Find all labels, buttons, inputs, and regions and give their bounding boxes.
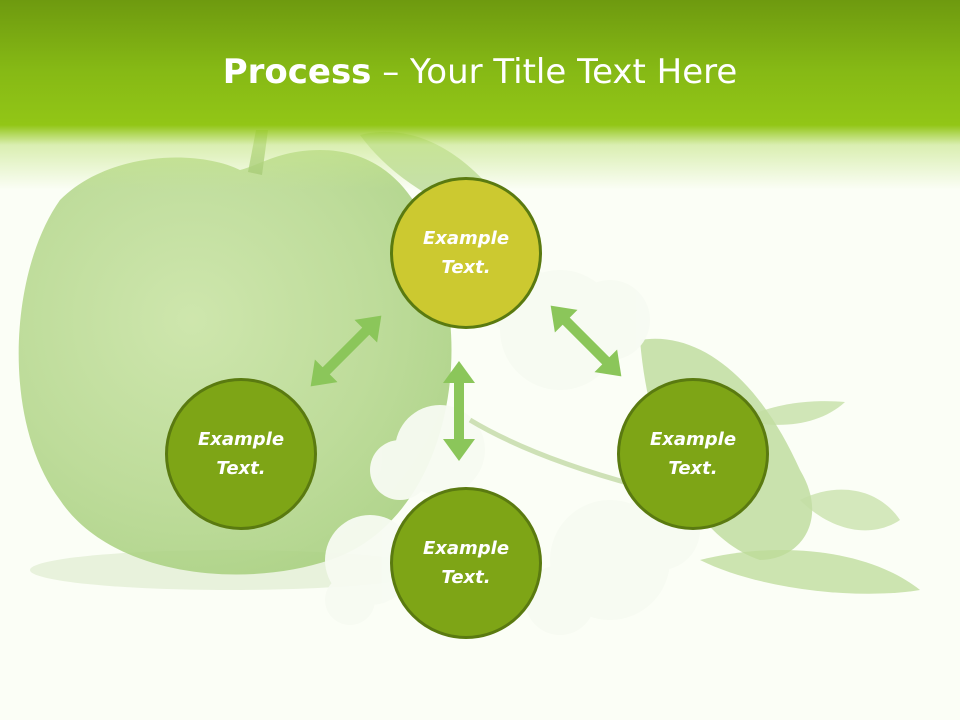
- leaf-shape: [700, 550, 920, 594]
- process-node-bottom: Example Text.: [390, 487, 542, 639]
- title-rest: – Your Title Text Here: [371, 52, 738, 92]
- process-node-top: Example Text.: [390, 177, 542, 329]
- node-label: Example Text.: [197, 429, 285, 479]
- header-bar: [0, 0, 960, 190]
- slide-title: Process – Your Title Text Here: [0, 52, 960, 92]
- node-label: Example Text.: [422, 228, 510, 278]
- leaf-shape: [800, 489, 900, 531]
- apple-shape: [18, 150, 452, 575]
- process-node-right: Example Text.: [617, 378, 769, 530]
- title-bold: Process: [222, 52, 372, 92]
- node-label: Example Text.: [649, 429, 737, 479]
- process-node-left: Example Text.: [165, 378, 317, 530]
- leaf-shape: [740, 401, 845, 425]
- node-label: Example Text.: [422, 538, 510, 588]
